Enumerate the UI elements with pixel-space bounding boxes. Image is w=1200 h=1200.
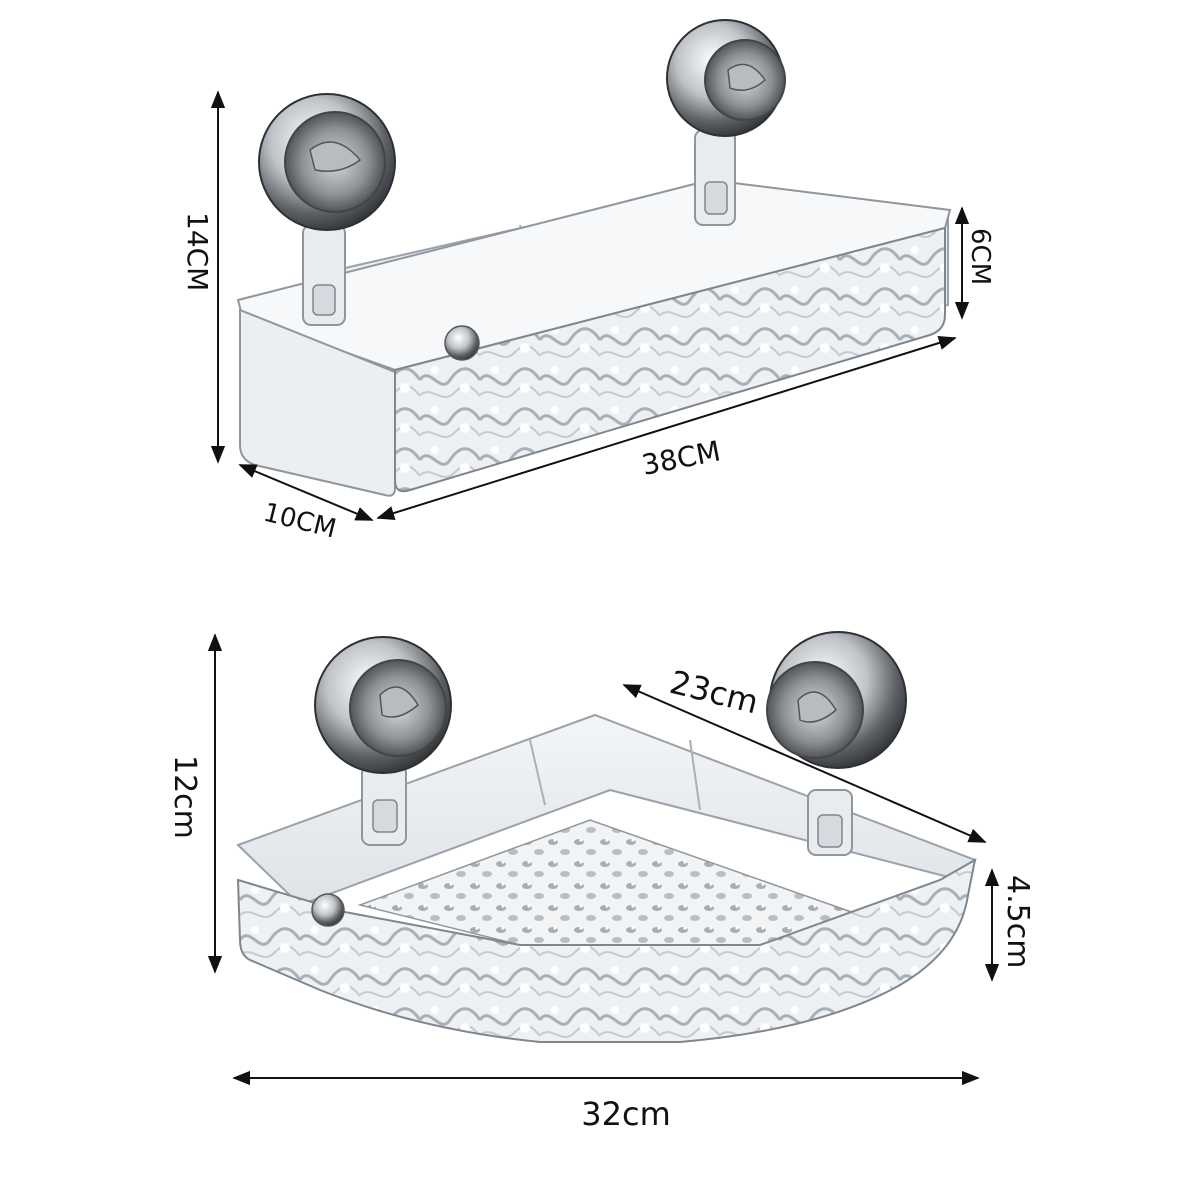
rect-shelf-side-knob [444,325,480,361]
corner-side-length-label: 23cm [666,663,762,722]
rect-length-label: 38CM [639,434,723,482]
corner-height-label: 12cm [167,755,202,839]
corner-shelf-side-knob [311,893,345,927]
corner-shelf-front-wall [236,858,977,1043]
rect-height-label: 14CM [181,212,214,291]
rect-length-dimension-line [376,335,957,521]
corner-shelf-left-suction-cup [314,636,452,846]
corner-shelf-seam-left [529,739,546,806]
rect-depth-dimension-line [238,464,374,521]
corner-width-label: 32cm [581,1095,670,1133]
corner-side-height-label: 4.5cm [1000,875,1035,968]
corner-side-length-dimension-line [622,684,987,843]
corner-shelf: 12cm 23cm 4.5cm 32cm [167,631,1035,1133]
rect-shelf-left-suction-cup [258,93,396,326]
rectangular-shelf: 14CM 6CM 38CM 10CM [181,19,995,545]
rect-shelf-right-suction-cup [666,19,786,226]
rect-side-height-label: 6CM [965,228,995,285]
rect-depth-label: 10CM [260,498,339,545]
